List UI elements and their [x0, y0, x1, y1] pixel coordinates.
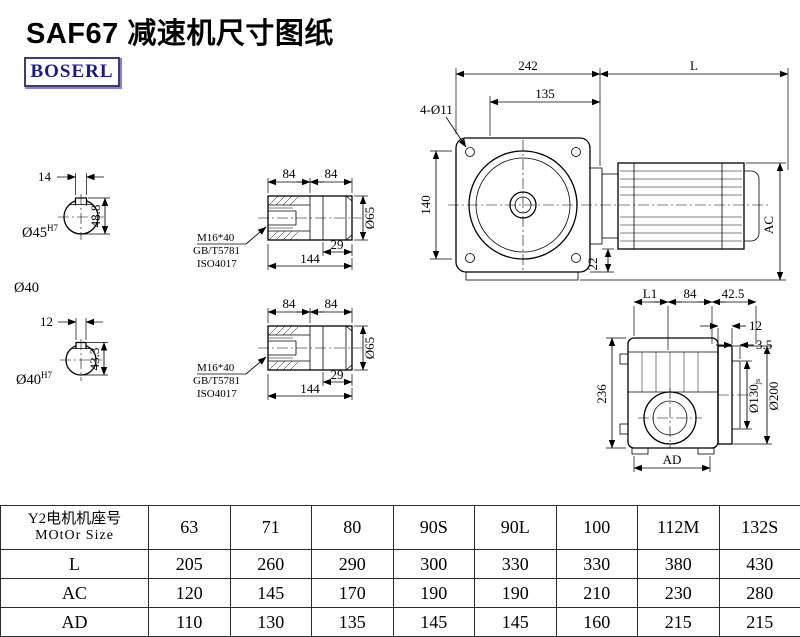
size-cell: 90L	[474, 505, 557, 550]
dim-29: 29	[331, 237, 344, 252]
dim-84-left: 84	[283, 166, 297, 181]
dim-84-right: 84	[325, 166, 339, 181]
value-cell: 190	[392, 578, 475, 608]
dim-29: 29	[331, 367, 344, 382]
value-cell: 145	[229, 578, 312, 608]
table-header-row: Y2电机机座号 MOtOr Size 63 71 80 90S 90L 100 …	[0, 505, 800, 550]
value-cell: 145	[474, 607, 557, 637]
brand-logo-text: BOSERL	[30, 61, 114, 82]
value-cell: 210	[555, 578, 638, 608]
value-cell: 145	[392, 607, 475, 637]
label-d40-bore: Ø40	[14, 280, 39, 296]
page-title: SAF67 减速机尺寸图纸	[26, 18, 334, 50]
dim-d65: Ø65	[362, 337, 377, 359]
value-cell: 135	[311, 607, 394, 637]
dim-key-width-12: 12	[40, 314, 53, 329]
value-cell: 280	[718, 578, 800, 608]
size-cell: 100	[555, 505, 638, 550]
label-d45h7: Ø45H7	[22, 223, 58, 241]
hollow-shaft-view-1: 84 84 29 144 Ø65 M16*40 GB/T5781 ISO4017	[193, 166, 377, 270]
thread-note-line2: GB/T5781	[193, 245, 240, 257]
table-row-ac: AC 120 145 170 190 190 210 230 280	[0, 578, 800, 608]
thread-note-line3: ISO4017	[197, 258, 237, 270]
technical-drawing: 242 L 135 4-Ø11 140 22 AC	[14, 58, 789, 472]
dim-key-width-14: 14	[38, 169, 52, 184]
dim-135: 135	[535, 86, 555, 101]
value-cell: 430	[718, 549, 800, 579]
label-d40h7: Ø40H7	[16, 370, 52, 388]
table-row-l: L 205 260 290 300 330 330 380 430	[0, 549, 800, 579]
size-cell: 112M	[637, 505, 720, 550]
row-label: L	[0, 549, 149, 579]
value-cell: 260	[229, 549, 312, 579]
value-cell: 300	[392, 549, 475, 579]
table-header-line1: Y2电机机座号	[27, 511, 122, 528]
table-header-motor-size: Y2电机机座号 MOtOr Size	[0, 505, 149, 550]
value-cell: 160	[555, 607, 638, 637]
table-header-line2: MOtOr Size	[35, 528, 114, 544]
dim-144: 144	[300, 381, 320, 396]
dim-84-right: 84	[325, 296, 339, 311]
row-label: AD	[0, 607, 149, 637]
size-cell: 90S	[392, 505, 475, 550]
dim-3-5: 3.5	[756, 337, 772, 352]
dim-d130js: Ø130js	[746, 379, 762, 413]
dim-140: 140	[418, 195, 433, 215]
value-cell: 170	[311, 578, 394, 608]
value-cell: 230	[637, 578, 720, 608]
hollow-shaft-view-2: 84 84 29 144 Ø65 M16*40 GB/T5781 ISO4017	[193, 296, 377, 400]
thread-note-line2: GB/T5781	[193, 375, 240, 387]
thread-note-line1: M16*40	[197, 232, 235, 244]
size-cell: 132S	[718, 505, 800, 550]
dim-236: 236	[594, 384, 609, 404]
bolt-hole	[465, 253, 475, 263]
value-cell: 330	[555, 549, 638, 579]
bolt-hole	[465, 147, 475, 157]
value-cell: 205	[148, 549, 231, 579]
motor-size-table: Y2电机机座号 MOtOr Size 63 71 80 90S 90L 100 …	[0, 505, 800, 637]
dim-motor-length: L	[690, 58, 698, 73]
dim-42-5: 42.5	[722, 286, 745, 301]
bolt-hole	[571, 147, 581, 157]
value-cell: 380	[637, 549, 720, 579]
size-cell: 80	[311, 505, 394, 550]
size-cell: 71	[229, 505, 312, 550]
value-cell: 120	[148, 578, 231, 608]
value-cell: 130	[229, 607, 312, 637]
side-view: L1 84 42.5 12 3.5 236 Ø130js	[594, 286, 781, 472]
dim-43-3: 43.3	[87, 348, 102, 371]
dim-12: 12	[749, 318, 762, 333]
value-cell: 190	[474, 578, 557, 608]
dim-242: 242	[518, 58, 538, 73]
thread-note-line1: M16*40	[197, 362, 235, 374]
dim-48-8: 48.8	[88, 205, 103, 228]
brand-logo-box: BOSERL	[24, 57, 120, 87]
value-cell: 215	[637, 607, 720, 637]
dim-l1: L1	[643, 286, 657, 301]
dim-d200: Ø200	[766, 382, 781, 411]
value-cell: 110	[148, 607, 231, 637]
bolt-hole	[571, 253, 581, 263]
main-view: 242 L 135 4-Ø11 140 22 AC	[418, 58, 789, 281]
shaft-section-45: 14 48.8 Ø45H7 Ø40	[14, 169, 110, 296]
dim-d65: Ø65	[362, 207, 377, 229]
dim-84: 84	[684, 286, 698, 301]
shaft-section-40: 12 43.3 Ø40H7	[16, 314, 108, 388]
row-label: AC	[0, 578, 149, 608]
size-cell: 63	[148, 505, 231, 550]
value-cell: 290	[311, 549, 394, 579]
value-cell: 330	[474, 549, 557, 579]
thread-note-line3: ISO4017	[197, 388, 237, 400]
dim-bolt-holes: 4-Ø11	[420, 102, 453, 117]
dim-ad: AD	[663, 452, 682, 467]
dim-ac: AC	[761, 216, 776, 234]
dim-22: 22	[585, 258, 600, 271]
value-cell: 215	[718, 607, 800, 637]
dim-144: 144	[300, 251, 320, 266]
dim-84-left: 84	[283, 296, 297, 311]
table-row-ad: AD 110 130 135 145 145 160 215 215	[0, 607, 800, 637]
